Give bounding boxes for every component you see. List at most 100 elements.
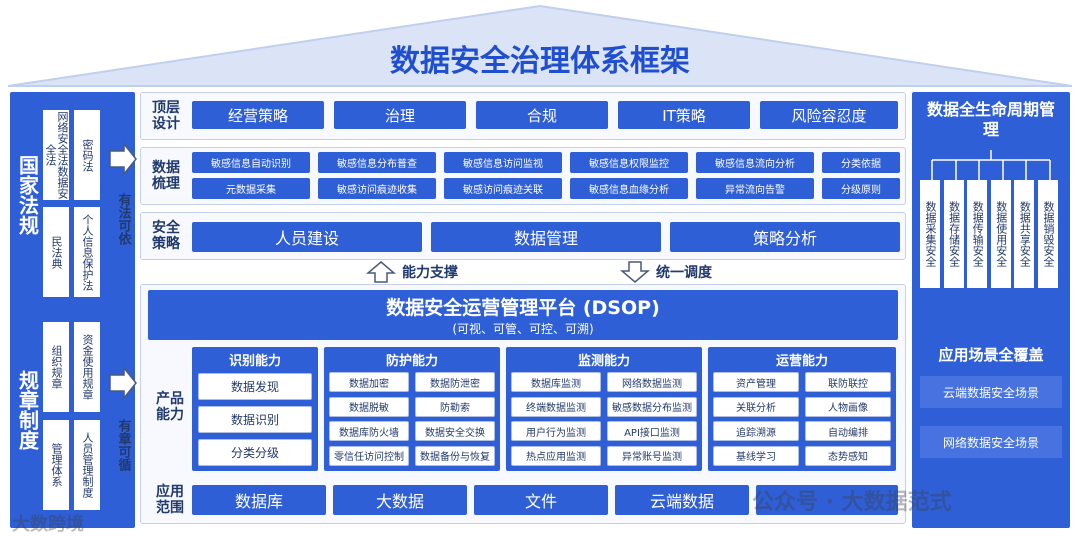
data-sort-label: 数据梳理 <box>152 160 180 192</box>
top-design-item: 风险容忍度 <box>760 101 898 129</box>
capability-group-title: 防护能力 <box>385 353 438 369</box>
capability-item: 用户行为监测 <box>511 421 601 441</box>
data-sort-grid: 敏感信息自动识别敏感信息分布普查敏感信息访问监视敏感信息权限监控敏感信息流向分析… <box>192 152 900 200</box>
data-sort-item: 异常流向告警 <box>696 178 814 199</box>
scene-item: 网络数据安全场景 <box>920 426 1062 458</box>
arrow-right-icon <box>109 142 137 176</box>
capability-item: 数据库监测 <box>511 372 601 392</box>
top-design-item: 经营策略 <box>192 101 324 129</box>
rule-arrow-text: 有章可循 <box>115 419 131 471</box>
law-card: 民法典 <box>43 207 69 297</box>
capability-item: 数据发现 <box>198 373 312 400</box>
capability-item: 数据备份与恢复 <box>415 445 495 466</box>
capability-item: 数据库防火墙 <box>329 421 409 441</box>
rule-card: 组织规章 <box>43 322 69 412</box>
national-law-label: 国家法规 <box>15 155 40 235</box>
data-sort-item: 敏感信息访问监视 <box>444 152 562 173</box>
capability-item: API接口监测 <box>607 421 697 441</box>
data-sort-item: 敏感信息流向分析 <box>696 152 814 173</box>
capability-item: 数据脱敏 <box>329 396 409 417</box>
arrow-up-icon <box>366 261 396 283</box>
data-sort-item: 敏感访问痕迹关联 <box>444 178 562 199</box>
scene-title: 应用场景全覆盖 <box>938 345 1044 364</box>
data-sort-item: 元数据采集 <box>192 178 310 199</box>
scope-item: 云端数据 <box>615 485 749 515</box>
scene-item: 云端数据安全场景 <box>920 376 1062 408</box>
capability-group-title: 监测能力 <box>577 353 630 369</box>
rule-card: 人员管理制度 <box>74 420 100 510</box>
data-sort-item: 分级原则 <box>822 178 900 199</box>
watermark-right: 公众号 · 大数据范式 <box>752 484 952 516</box>
capability-group-title: 识别能力 <box>228 353 281 369</box>
data-sort-item: 分类依据 <box>822 152 900 173</box>
capability-item: 资产管理 <box>713 372 799 392</box>
data-sort-item: 敏感访问痕迹收集 <box>318 178 436 199</box>
capability-group: 识别能力数据发现数据识别分类分级 <box>192 347 318 471</box>
data-sort-item: 敏感信息分布普查 <box>318 152 436 173</box>
capability-group: 运营能力资产管理联防联控关联分析人物画像追踪溯源自动编排基线学习态势感知 <box>708 347 896 471</box>
platform-banner <box>148 290 898 340</box>
capability-item: 追踪溯源 <box>713 421 799 441</box>
capability-item: 异常账号监测 <box>607 445 697 466</box>
capability-item: 热点应用监测 <box>511 445 601 466</box>
top-design-item: IT策略 <box>618 101 750 129</box>
capability-item: 敏感数据分布监测 <box>607 396 697 417</box>
capability-group-title: 运营能力 <box>775 353 828 369</box>
scope-item-empty <box>756 485 898 515</box>
scope-item: 大数据 <box>333 485 467 515</box>
strategy-item: 人员建设 <box>192 222 422 252</box>
capability-item: 基线学习 <box>713 445 799 466</box>
lifecycle-item: 数据使用安全 <box>990 180 1011 288</box>
capability-item: 数据加密 <box>329 372 409 392</box>
support-text: 能力支撑 <box>402 265 458 281</box>
scope-item: 数据库 <box>192 485 326 515</box>
law-card: 网络安全法数据安全法 <box>43 110 69 200</box>
lifecycle-item: 数据销毁安全 <box>1038 180 1058 288</box>
lifecycle-item: 数据传输安全 <box>967 180 988 288</box>
arrow-down-icon <box>620 261 650 283</box>
capability-item: 数据防泄密 <box>415 372 495 392</box>
capability-group: 防护能力数据加密数据防泄密数据脱敏防勒索数据库防火墙数据安全交换零信任访问控制数… <box>324 347 500 471</box>
watermark-left-text: 大数跨境 <box>12 514 84 535</box>
lifecycle-cards: 数据采集安全数据存储安全数据传输安全数据使用安全数据共享安全数据销毁安全 <box>920 180 1064 290</box>
security-strategy-label: 安全策略 <box>152 220 180 252</box>
capability-item: 联防联控 <box>805 372 891 392</box>
top-design-label: 顶层设计 <box>152 100 180 132</box>
strategy-item: 策略分析 <box>670 222 900 252</box>
law-card: 密码法 <box>74 110 100 200</box>
law-arrow-text: 有法可依 <box>115 193 131 245</box>
watermark-right-text: 公众号 · 大数据范式 <box>752 490 952 515</box>
data-sort-item: 敏感信息权限监控 <box>570 152 688 173</box>
rules-label: 规章制度 <box>15 370 40 450</box>
top-design-item: 治理 <box>334 101 466 129</box>
capability-item: 终端数据监测 <box>511 396 601 417</box>
lifecycle-item: 数据存储安全 <box>943 180 964 288</box>
capability-item: 关联分析 <box>713 396 799 417</box>
capability-item: 自动编排 <box>805 421 891 441</box>
capability-item: 人物画像 <box>805 396 891 417</box>
scope-item: 文件 <box>474 485 608 515</box>
lifecycle-title: 数据全生命周期管理 <box>926 100 1055 139</box>
dispatch-text: 统一调度 <box>656 265 712 281</box>
rule-card: 管理体系 <box>43 420 69 510</box>
capability-item: 防勒索 <box>415 396 495 417</box>
capability-item: 零信任访问控制 <box>329 445 409 466</box>
platform-title: 数据安全运营管理平台 (DSOP) <box>386 296 660 319</box>
capability-group: 监测能力数据库监测网络数据监测终端数据监测敏感数据分布监测用户行为监测 API接口… <box>506 347 702 471</box>
rule-card: 资金使用规章 <box>74 322 100 412</box>
lifecycle-item: 数据采集安全 <box>920 180 940 288</box>
capability-item: 态势感知 <box>805 445 891 466</box>
data-sort-item: 敏感信息血缘分析 <box>570 178 688 199</box>
data-sort-item: 敏感信息自动识别 <box>192 152 310 173</box>
law-card: 个人信息保护法 <box>74 207 100 297</box>
product-label: 产品能力 <box>156 391 184 423</box>
platform-subtitle: (可视、可管、可控、可溯) <box>452 321 594 336</box>
watermark-left: 大数跨境 <box>12 510 84 536</box>
arrow-right-icon <box>109 366 137 400</box>
lifecycle-item: 数据共享安全 <box>1014 180 1035 288</box>
capability-item: 网络数据监测 <box>607 372 697 392</box>
capability-item: 分类分级 <box>198 439 312 466</box>
page-title: 数据安全治理体系框架 <box>390 44 690 79</box>
product-groups: 识别能力数据发现数据识别分类分级防护能力数据加密数据防泄密数据脱敏防勒索数据库防… <box>192 347 898 473</box>
top-design-item: 合规 <box>476 101 608 129</box>
